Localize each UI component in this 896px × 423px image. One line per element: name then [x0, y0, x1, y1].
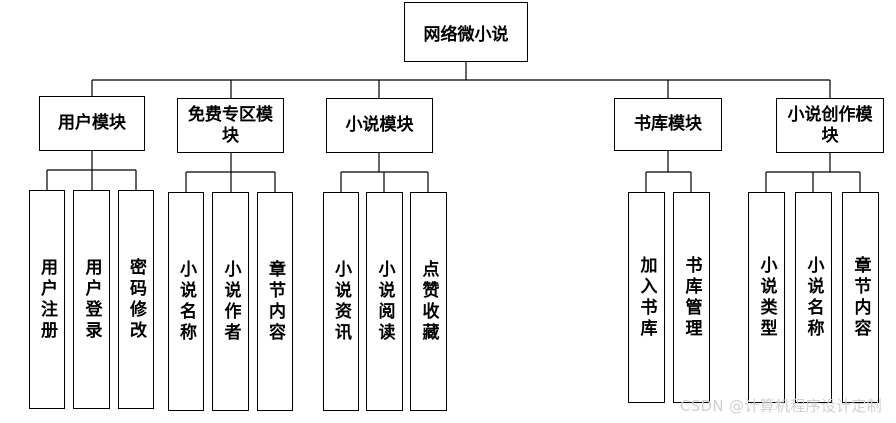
leaf-label: 章节内容: [850, 255, 871, 340]
leaf-label: 小说阅读: [374, 259, 395, 344]
module-library: 书库模块: [614, 98, 722, 151]
leaf-node: 点赞收藏: [410, 192, 447, 411]
root-label: 网络微小说: [423, 24, 509, 45]
leaf-node: 小说资讯: [323, 192, 359, 411]
leaf-label: 用户注册: [37, 257, 57, 342]
leaf-label: 用户登录: [81, 257, 102, 342]
root-node: 网络微小说: [404, 2, 528, 62]
module-novel-creation: 小说创作模块: [776, 98, 884, 153]
module-label: 免费专区模块: [188, 105, 273, 146]
leaf-label: 点赞收藏: [418, 259, 439, 344]
leaf-node: 加入书库: [628, 192, 665, 403]
leaf-node: 用户注册: [29, 190, 65, 409]
leaf-label: 小说名称: [176, 259, 196, 344]
module-label: 小说模块: [345, 115, 414, 135]
leaf-node: 小说类型: [748, 192, 785, 403]
module-user: 用户模块: [39, 96, 145, 151]
watermark: CSDN @计算机程序设计定制: [679, 397, 882, 415]
leaf-node: 用户登录: [73, 190, 110, 409]
leaf-label: 小说类型: [756, 255, 777, 340]
leaf-label: 小说作者: [220, 259, 241, 344]
leaf-node: 书库管理: [673, 192, 710, 403]
leaf-node: 密码修改: [118, 190, 154, 409]
module-label: 书库模块: [634, 114, 702, 134]
leaf-label: 密码修改: [126, 257, 146, 342]
module-novel: 小说模块: [326, 98, 433, 153]
module-free-zone: 免费专区模块: [177, 98, 284, 153]
leaf-label: 小说资讯: [331, 259, 351, 344]
leaf-label: 小说名称: [803, 255, 824, 340]
module-label: 用户模块: [58, 113, 126, 133]
leaf-label: 章节内容: [265, 259, 285, 344]
leaf-node: 小说名称: [795, 192, 832, 403]
leaf-node: 小说名称: [168, 192, 204, 411]
leaf-label: 加入书库: [636, 255, 657, 340]
leaf-node: 小说作者: [212, 192, 249, 411]
leaf-label: 书库管理: [681, 255, 702, 340]
module-label: 小说创作模块: [787, 105, 873, 146]
leaf-node: 章节内容: [257, 192, 293, 411]
leaf-node: 章节内容: [842, 192, 879, 403]
leaf-node: 小说阅读: [366, 192, 403, 411]
